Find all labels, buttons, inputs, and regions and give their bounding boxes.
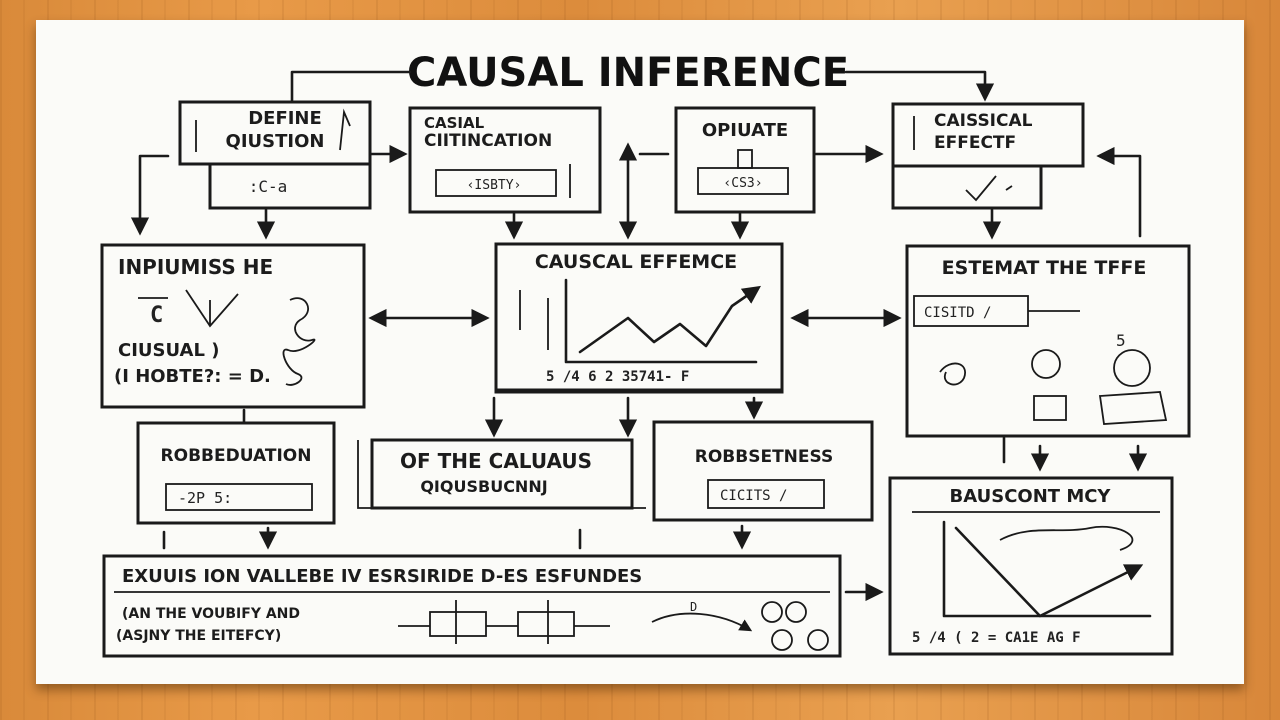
box-causcal-effemce: CAUSCAL EFFEMCE 5 /4 6 2 35741- F [494, 242, 784, 394]
robbsetness-field [707, 479, 825, 509]
casial-line2: CIITINCATION [424, 131, 552, 151]
box-of-the-caluaus: OF THE CALUAUS QIQUSBUCNNJ [357, 438, 646, 510]
box-casial-ciitincation: CASIAL CIITINCATION ‹ISBTY› [408, 106, 602, 214]
casial-field [435, 169, 557, 197]
define-note: :С-a [249, 177, 288, 196]
caissical-checkmark [965, 175, 1013, 202]
define-line2: QIUSTION [226, 131, 325, 152]
inpiumiss-line1: CIUSUAL ) [118, 340, 219, 361]
ofthe-shelf [357, 440, 646, 509]
estemat-num: 5 [1116, 331, 1126, 350]
box-estemat: ESTEMAT THE TFFE CISITD / 5 [905, 244, 1191, 438]
estemat-title: ESTEMAT THE TFFE [942, 257, 1147, 279]
exuuis-line1: (AN THE VOUBIFY AND [122, 606, 300, 622]
bauscont-cloud [999, 525, 1134, 551]
bauscont-title: BAUSCONT MCY [950, 486, 1112, 507]
exuuis-field-1 [429, 611, 487, 637]
opiuate-field [697, 167, 789, 195]
estemat-hand [1098, 391, 1168, 425]
robbeduation-field [165, 483, 313, 511]
casial-note: ‹ISBTY› [467, 178, 522, 193]
robbsetness-field-text: CICITS / [720, 488, 787, 504]
exuuis-field-2 [517, 611, 575, 637]
casial-line1: CASIAL [424, 114, 485, 132]
opiuate-connector [737, 149, 753, 169]
connectors [130, 142, 1148, 602]
causcal-title: CAUSCAL EFFEMCE [535, 251, 737, 273]
causcal-axes [564, 278, 758, 364]
robbeduation-field-text: -2P 5: [178, 489, 232, 507]
exuuis-circle-1 [761, 601, 783, 623]
box-robbsetness: ROBBSETNESS CICITS / [652, 420, 874, 522]
box-caissical-effectf: CAISSICAL EFFECTF [891, 102, 1085, 210]
exuuis-line2: (ASJNY THE EITEFCY) [116, 628, 281, 644]
bauscont-axis-labels: 5 /4 ( 2 = CA1E AG F [912, 630, 1081, 646]
box-robbeduation: ROBBEDUATION -2P 5: [136, 421, 336, 525]
causcal-axis-marks [519, 290, 549, 350]
squiggle-sketch [282, 297, 316, 386]
caissical-line1: CAISSICAL [934, 111, 1033, 131]
causcal-axis-labels: 5 /4 6 2 35741- F [546, 369, 689, 385]
exuuis-curve [651, 612, 753, 632]
robbeduation-title: ROBBEDUATION [161, 446, 312, 466]
box-inpiumiss: INPIUMISS HE C CIUSUAL ) (I HOBTE?: = D. [100, 243, 366, 409]
box-opiuate: OPIUATE ‹CS3› [674, 106, 816, 214]
title-connector-right [844, 70, 995, 102]
exuuis-circle-4 [807, 629, 829, 651]
exuuis-d-label: D [690, 600, 697, 614]
box-define-question: DEFINE QIUSTION :С-a [178, 100, 372, 210]
caret-mark [339, 108, 351, 151]
exuuis-ticks [455, 600, 549, 644]
causcal-trend-line [578, 285, 761, 354]
inpiumiss-line2: (I HOBTE?: = D. [114, 366, 271, 387]
causal-arrow-sketch [138, 289, 239, 328]
estemat-box [1033, 395, 1067, 421]
box-exuuis: EXUUIS ION VALLEBE IV ESRSIRIDE D-ES ESF… [102, 554, 842, 658]
estemat-node [1031, 349, 1061, 379]
exuuis-circle-3 [771, 629, 793, 651]
opiuate-title: OPIUATE [702, 120, 788, 141]
title-connector-left [290, 70, 412, 102]
ofthe-line1: OF THE CALUAUS [400, 449, 592, 473]
inpiumiss-title: INPIUMISS HE [118, 255, 273, 279]
robbsetness-title: ROBBSETNESS [695, 447, 833, 467]
define-line1: DEFINE [248, 108, 322, 129]
caissical-line2: EFFECTF [934, 133, 1016, 153]
exuuis-circle-2 [785, 601, 807, 623]
estemat-field-text: CISITD / [924, 305, 991, 321]
exuuis-title: EXUUIS ION VALLEBE IV ESRSIRIDE D-ES ESF… [122, 566, 642, 587]
ofthe-line2: QIQUSBUCNNJ [420, 477, 547, 496]
diagram-title: CAUSAL INFERENCE [407, 50, 849, 96]
bauscont-axes [942, 520, 1152, 618]
inpiumiss-glyph: C [150, 303, 163, 328]
box-bauscont-mcy: BAUSCONT MCY 5 /4 ( 2 = CA1E AG F [888, 476, 1174, 656]
estemat-scribble [939, 362, 966, 386]
bauscont-trend-line [954, 526, 1144, 618]
opiuate-note: ‹CS3› [723, 176, 762, 191]
estemat-node-2 [1113, 349, 1151, 387]
whiteboard [36, 20, 1244, 684]
